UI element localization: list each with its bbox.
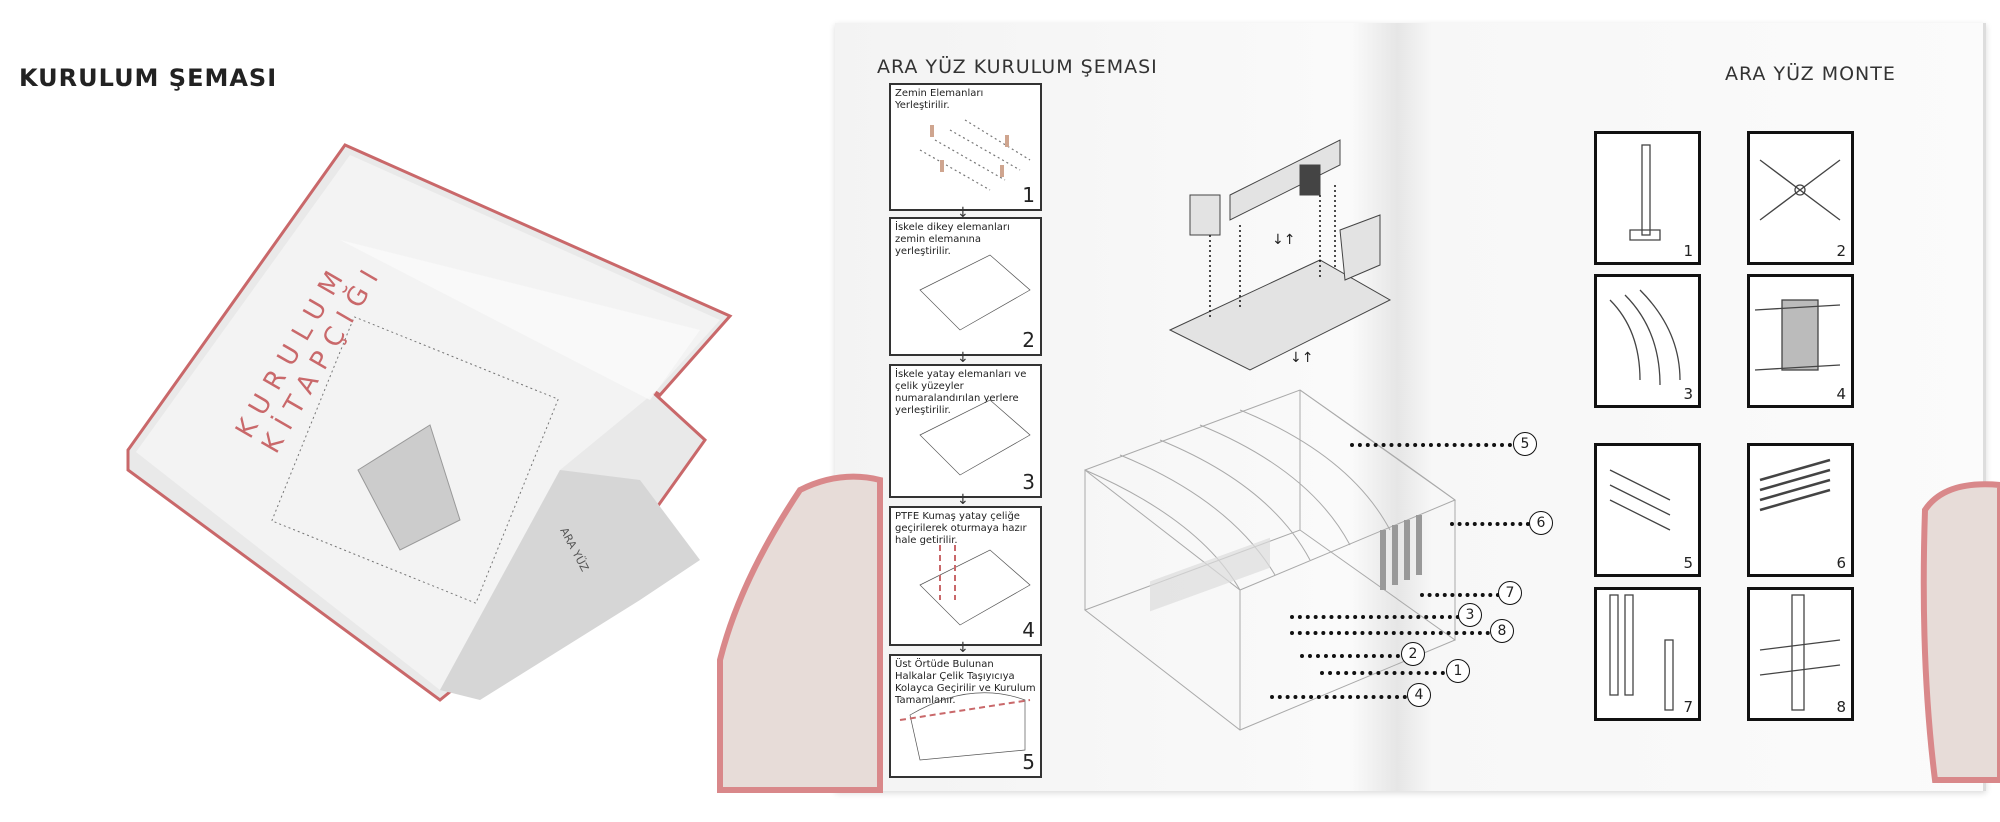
callout-leader xyxy=(1290,615,1460,619)
detail-number: 7 xyxy=(1683,698,1693,716)
callout-7: 7 xyxy=(1498,581,1522,605)
callout-5: 5 xyxy=(1513,432,1537,456)
detail-5: 5 xyxy=(1594,443,1701,577)
callout-2: 2 xyxy=(1401,642,1425,666)
left-hand xyxy=(717,473,883,793)
callout-leader xyxy=(1420,593,1500,597)
step-text: İskele dikey elemanları zemin elemanına … xyxy=(895,222,1010,257)
right-page-heading: ARA YÜZ MONTE xyxy=(1725,63,1896,85)
detail-number: 3 xyxy=(1683,385,1693,403)
step-number: 4 xyxy=(1022,618,1035,642)
detail-6: 6 xyxy=(1747,443,1854,577)
callout-leader xyxy=(1270,695,1407,699)
booklet-illustration: KURULUM KİTAPÇIĞI ARA YÜZ xyxy=(126,143,733,702)
step-text: PTFE Kumaş yatay çeliğe geçirilerek otur… xyxy=(895,511,1027,546)
callout-3: 3 xyxy=(1458,603,1482,627)
step-number: 5 xyxy=(1022,750,1035,774)
callout-leader xyxy=(1290,631,1490,635)
callout-leader xyxy=(1320,671,1445,675)
page-title: KURULUM ŞEMASI xyxy=(19,64,278,92)
callout-leader xyxy=(1350,443,1520,447)
step-number: 2 xyxy=(1022,328,1035,352)
detail-3: 3 xyxy=(1594,274,1701,408)
detail-number: 4 xyxy=(1836,385,1846,403)
callout-leader xyxy=(1300,654,1400,658)
detail-4: 4 xyxy=(1747,274,1854,408)
left-page-heading: ARA YÜZ KURULUM ŞEMASI xyxy=(877,56,1158,78)
callout-4: 4 xyxy=(1407,683,1431,707)
step-1: Zemin Elemanları Yerleştirilir. 1 xyxy=(889,83,1042,211)
detail-number: 8 xyxy=(1836,698,1846,716)
step-3: İskele yatay elemanları ve çelik yüzeyle… xyxy=(889,364,1042,498)
detail-number: 2 xyxy=(1836,242,1846,260)
step-number: 1 xyxy=(1022,183,1035,207)
right-hand xyxy=(1920,481,2000,783)
truck-arrows-icon: ↓↑ xyxy=(1272,232,1296,248)
step-4: PTFE Kumaş yatay çeliğe geçirilerek otur… xyxy=(889,506,1042,646)
callout-leader xyxy=(1450,522,1530,526)
detail-8: 8 xyxy=(1747,587,1854,721)
detail-number: 6 xyxy=(1836,554,1846,572)
step-number: 3 xyxy=(1022,470,1035,494)
step-text: İskele yatay elemanları ve çelik yüzeyle… xyxy=(895,369,1027,416)
detail-number: 5 xyxy=(1683,554,1693,572)
detail-1: 1 xyxy=(1594,131,1701,265)
structure-arrows-icon: ↓↑ xyxy=(1290,350,1314,366)
arrow-down-icon: ↓ xyxy=(957,492,969,508)
arrow-down-icon: ↓ xyxy=(957,350,969,366)
callout-6: 6 xyxy=(1529,511,1553,535)
step-5: Üst Örtüde Bulunan Halkalar Çelik Taşıyı… xyxy=(889,654,1042,778)
detail-7: 7 xyxy=(1594,587,1701,721)
arrow-down-icon: ↓ xyxy=(957,640,969,656)
detail-2: 2 xyxy=(1747,131,1854,265)
step-text: Zemin Elemanları Yerleştirilir. xyxy=(895,88,984,111)
callout-8: 8 xyxy=(1490,619,1514,643)
step-text: Üst Örtüde Bulunan Halkalar Çelik Taşıyı… xyxy=(895,659,1036,706)
callout-1: 1 xyxy=(1446,659,1470,683)
arrow-down-icon: ↓ xyxy=(957,205,969,221)
step-2: İskele dikey elemanları zemin elemanına … xyxy=(889,217,1042,356)
detail-number: 1 xyxy=(1683,242,1693,260)
